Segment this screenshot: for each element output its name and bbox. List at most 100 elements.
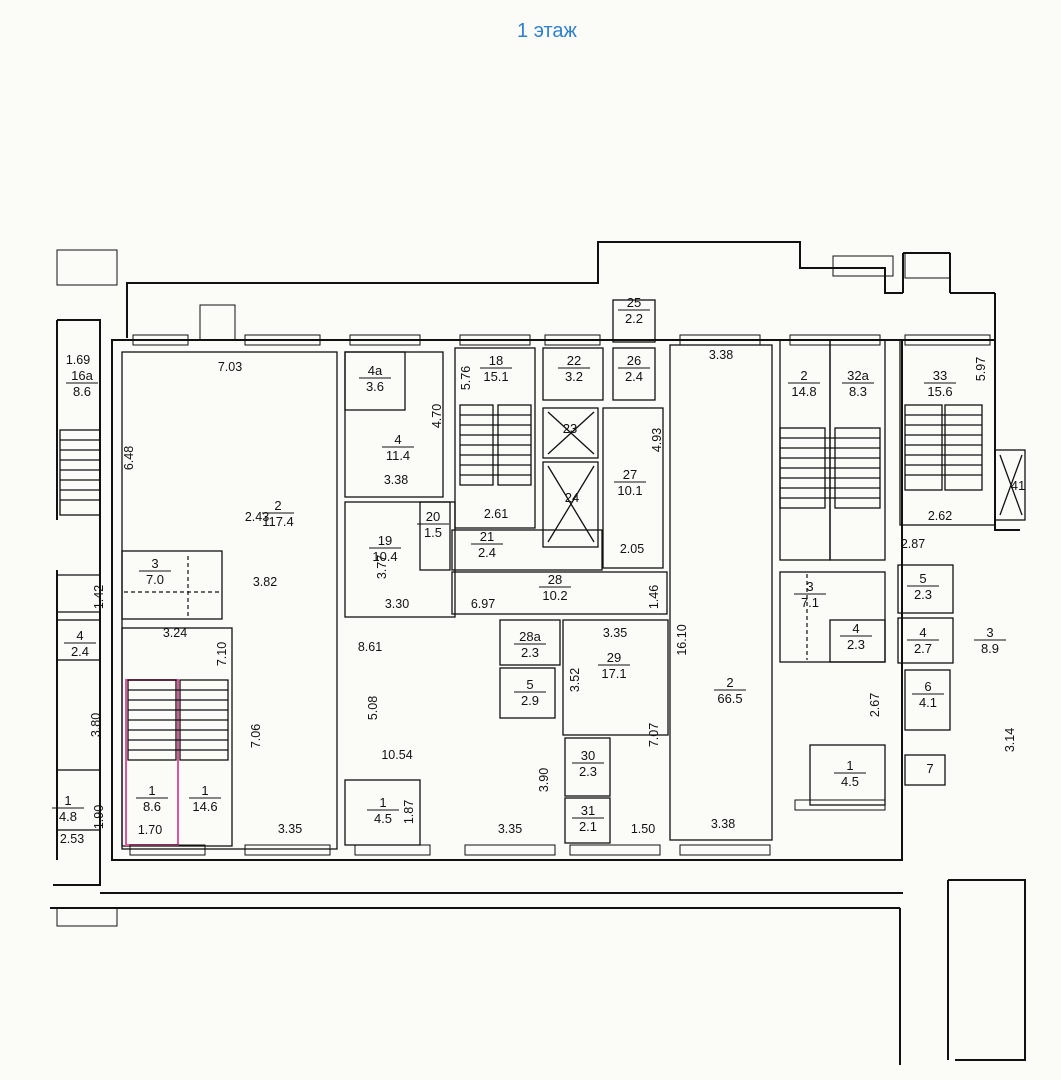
dimension-label: 3.82 <box>253 575 277 589</box>
dimension-label: 2.05 <box>620 542 644 556</box>
room-area-label: 2.3 <box>847 637 865 652</box>
room-area-label: 2.2 <box>625 311 643 326</box>
room-number-label: 22 <box>567 353 581 368</box>
room-area-label: 8.6 <box>73 384 91 399</box>
room-number-label: 4 <box>394 432 401 447</box>
room-number-label: 3 <box>806 579 813 594</box>
room-area-label: 8.6 <box>143 799 161 814</box>
room-area-label: 11.4 <box>386 448 410 463</box>
room-number-label: 5 <box>919 571 926 586</box>
room-area-label: 66.5 <box>717 691 742 706</box>
room-area-label: 2.7 <box>914 641 932 656</box>
dimension-label: 2.53 <box>60 832 84 846</box>
room-area-label: 2.9 <box>521 693 539 708</box>
room-number-label: 25 <box>627 295 641 310</box>
highlight-room <box>125 679 179 846</box>
room-number-label: 3 <box>986 625 993 640</box>
room-area-label: 117.4 <box>262 514 294 529</box>
dimension-label: 1.87 <box>402 800 416 824</box>
room-number-label: 19 <box>378 533 392 548</box>
room-area-label: 2.4 <box>71 644 89 659</box>
dimension-label: 1.46 <box>647 585 661 609</box>
room-area-label: 10.1 <box>617 483 642 498</box>
dimension-label: 3.24 <box>163 626 187 640</box>
room-area-label: 3.6 <box>366 379 384 394</box>
dimension-label: 1.90 <box>92 805 106 829</box>
dimension-label: 8.61 <box>358 640 382 654</box>
dimension-label: 1.42 <box>92 585 106 609</box>
room-number-label: 30 <box>581 748 595 763</box>
room-number-label: 2 <box>726 675 733 690</box>
dimension-label: 3.35 <box>603 626 627 640</box>
room-number-label: 18 <box>489 353 503 368</box>
room-number-label: 1 <box>64 793 71 808</box>
dimension-label: 2.43 <box>245 510 269 524</box>
room-number-label: 20 <box>426 509 440 524</box>
room-number-label: 31 <box>581 803 595 818</box>
room-area-label: 2.3 <box>579 764 597 779</box>
dimension-label: 2.87 <box>901 537 925 551</box>
dimension-label: 6.97 <box>471 597 495 611</box>
room-number-label: 2 <box>274 498 281 513</box>
room-area-label: 14.6 <box>192 799 217 814</box>
room-number-label: 1 <box>379 795 386 810</box>
room-area-label: 7.1 <box>801 595 819 610</box>
room-area-label: 2.4 <box>478 545 496 560</box>
room-area-label: 15.6 <box>927 384 952 399</box>
room-area-label: 7.0 <box>146 572 164 587</box>
room-area-label: 2.1 <box>579 819 597 834</box>
dimension-label: 4.93 <box>650 428 664 452</box>
room-number-label: 28а <box>519 629 541 644</box>
room-number-label: 32а <box>847 368 869 383</box>
room-number-label: 26 <box>627 353 641 368</box>
room-number-label: 5 <box>526 677 533 692</box>
dimension-label: 1.50 <box>631 822 655 836</box>
room-number-label: 28 <box>548 572 562 587</box>
dimension-label: 5.76 <box>459 366 473 390</box>
room-number-label: 4 <box>919 625 926 640</box>
dimension-label: 3.38 <box>709 348 733 362</box>
dimension-label: 3.35 <box>278 822 302 836</box>
room-area-label: 10.4 <box>372 549 397 564</box>
room-number-label: 29 <box>607 650 621 665</box>
dimension-label: 3.80 <box>89 713 103 737</box>
dimension-label: 7.06 <box>249 724 263 748</box>
dimension-label: 3.90 <box>537 768 551 792</box>
dimension-label: 3.77 <box>375 555 389 579</box>
room-area-label: 4.5 <box>374 811 392 826</box>
room-number-label: 16а <box>71 368 93 383</box>
dimension-label: 16.10 <box>675 624 689 655</box>
dimension-label: 10.54 <box>381 748 412 762</box>
dimension-label: 7.07 <box>647 723 661 747</box>
dimension-label: 3.30 <box>385 597 409 611</box>
dimension-label: 3.38 <box>384 473 408 487</box>
room-number-label: 7 <box>926 761 933 776</box>
room-area-label: 4.1 <box>919 695 937 710</box>
room-number-label: 4а <box>368 363 383 378</box>
room-number-label: 1 <box>201 783 208 798</box>
room-area-label: 10.2 <box>542 588 567 603</box>
windows <box>56 249 991 927</box>
dimension-label: 3.14 <box>1003 728 1017 752</box>
dashed-lines <box>124 556 808 660</box>
room-number-label: 4 <box>852 621 859 636</box>
room-number-label: 21 <box>480 529 494 544</box>
room-area-label: 4.5 <box>841 774 859 789</box>
room-area-label: 17.1 <box>601 666 626 681</box>
room-number-label: 23 <box>563 421 577 436</box>
room-area-label: 2.4 <box>625 369 643 384</box>
room-number-label: 4 <box>76 628 83 643</box>
stairs <box>59 404 1023 761</box>
room-area-label: 14.8 <box>791 384 816 399</box>
dimension-label: 2.67 <box>868 693 882 717</box>
dimension-label: 3.38 <box>711 817 735 831</box>
dimension-label: 2.61 <box>484 507 508 521</box>
floor-title: 1 этаж <box>517 20 577 42</box>
room-area-label: 8.9 <box>981 641 999 656</box>
room-number-label: 3 <box>151 556 158 571</box>
exterior-walls <box>50 241 1026 1065</box>
room-area-label: 1.5 <box>424 525 442 540</box>
room-area-label: 4.8 <box>59 809 77 824</box>
dimension-label: 4.70 <box>430 404 444 428</box>
